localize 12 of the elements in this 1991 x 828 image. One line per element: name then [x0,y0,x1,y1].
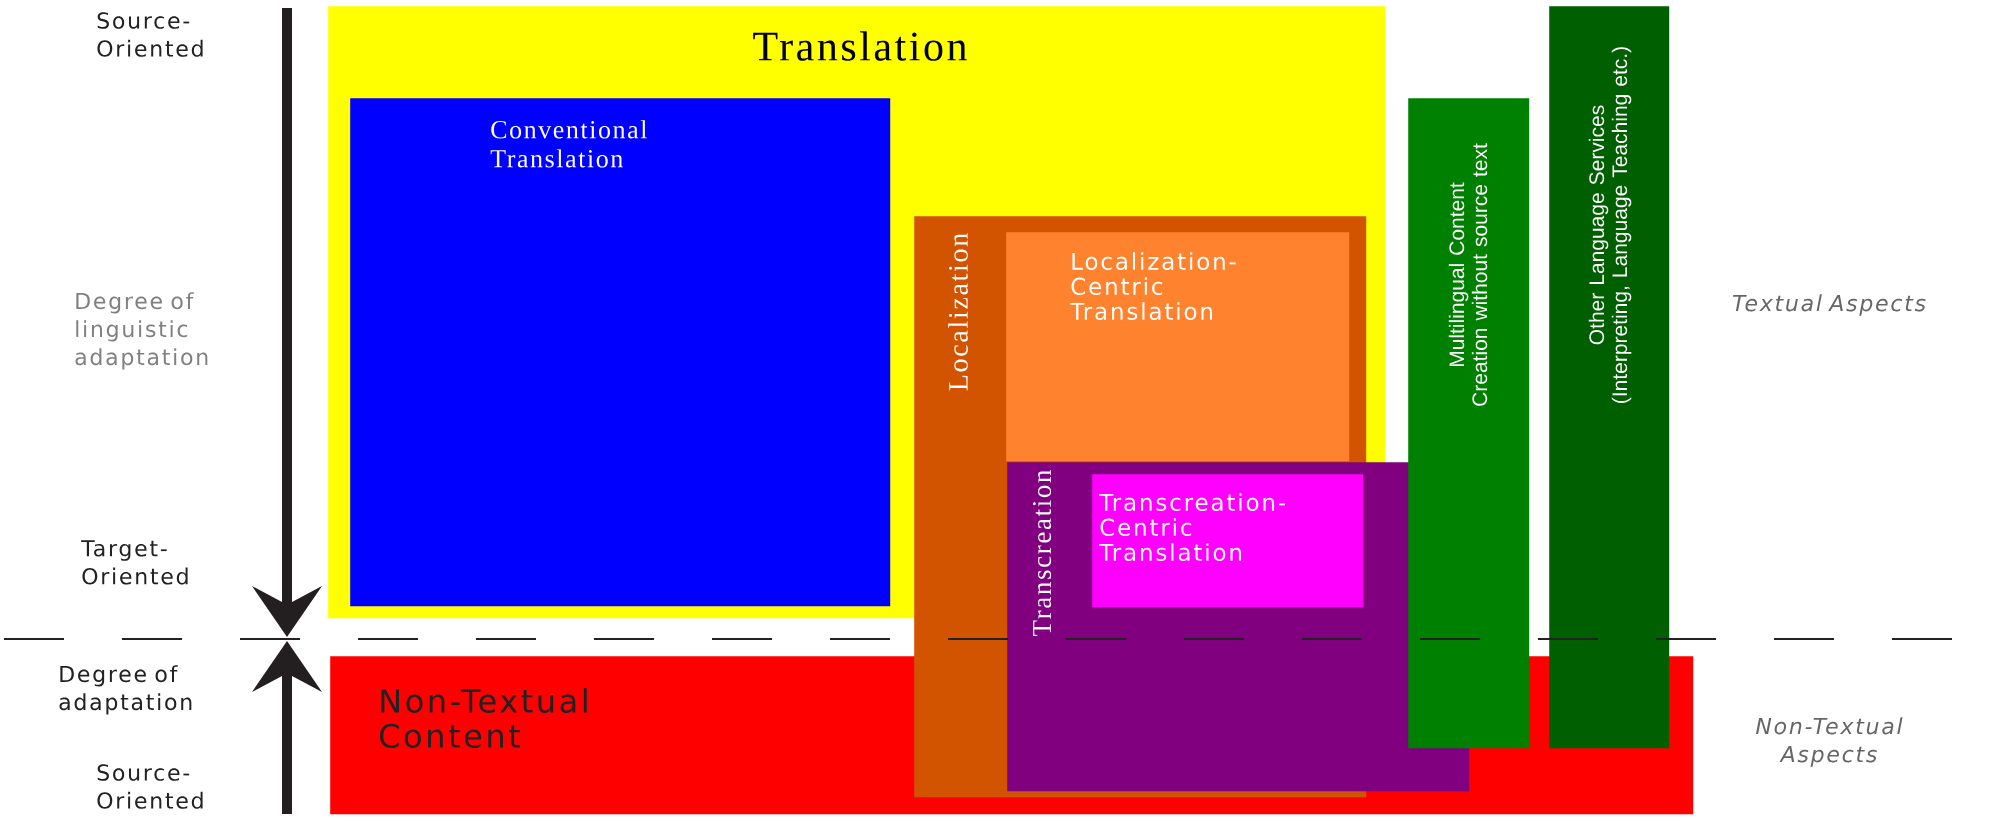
side-label: Non-Textual Aspects [1756,717,1903,767]
transcreation-centric-box: Transcreation-Centric Translation [1092,474,1364,608]
axis-label: Degree of adaptation [59,665,192,715]
axis-label: Source-Oriented [97,12,203,57]
axis-label: Target-Oriented [81,540,188,585]
services-bar: Other Language Services (Interpreting, Language Teaching etc.) [1549,6,1670,749]
multilingual-bar: Multilingual Content Creation without source text [1408,98,1530,749]
localization-centric-box: Localization-Centric Translation [1006,232,1350,462]
side-label: Textual Aspects [1732,294,1926,316]
axis-label: Source-Oriented [97,764,203,809]
conventional-box: Conventional Translation [350,98,891,607]
axis-label: Degree of linguistic adaptation [75,292,208,370]
